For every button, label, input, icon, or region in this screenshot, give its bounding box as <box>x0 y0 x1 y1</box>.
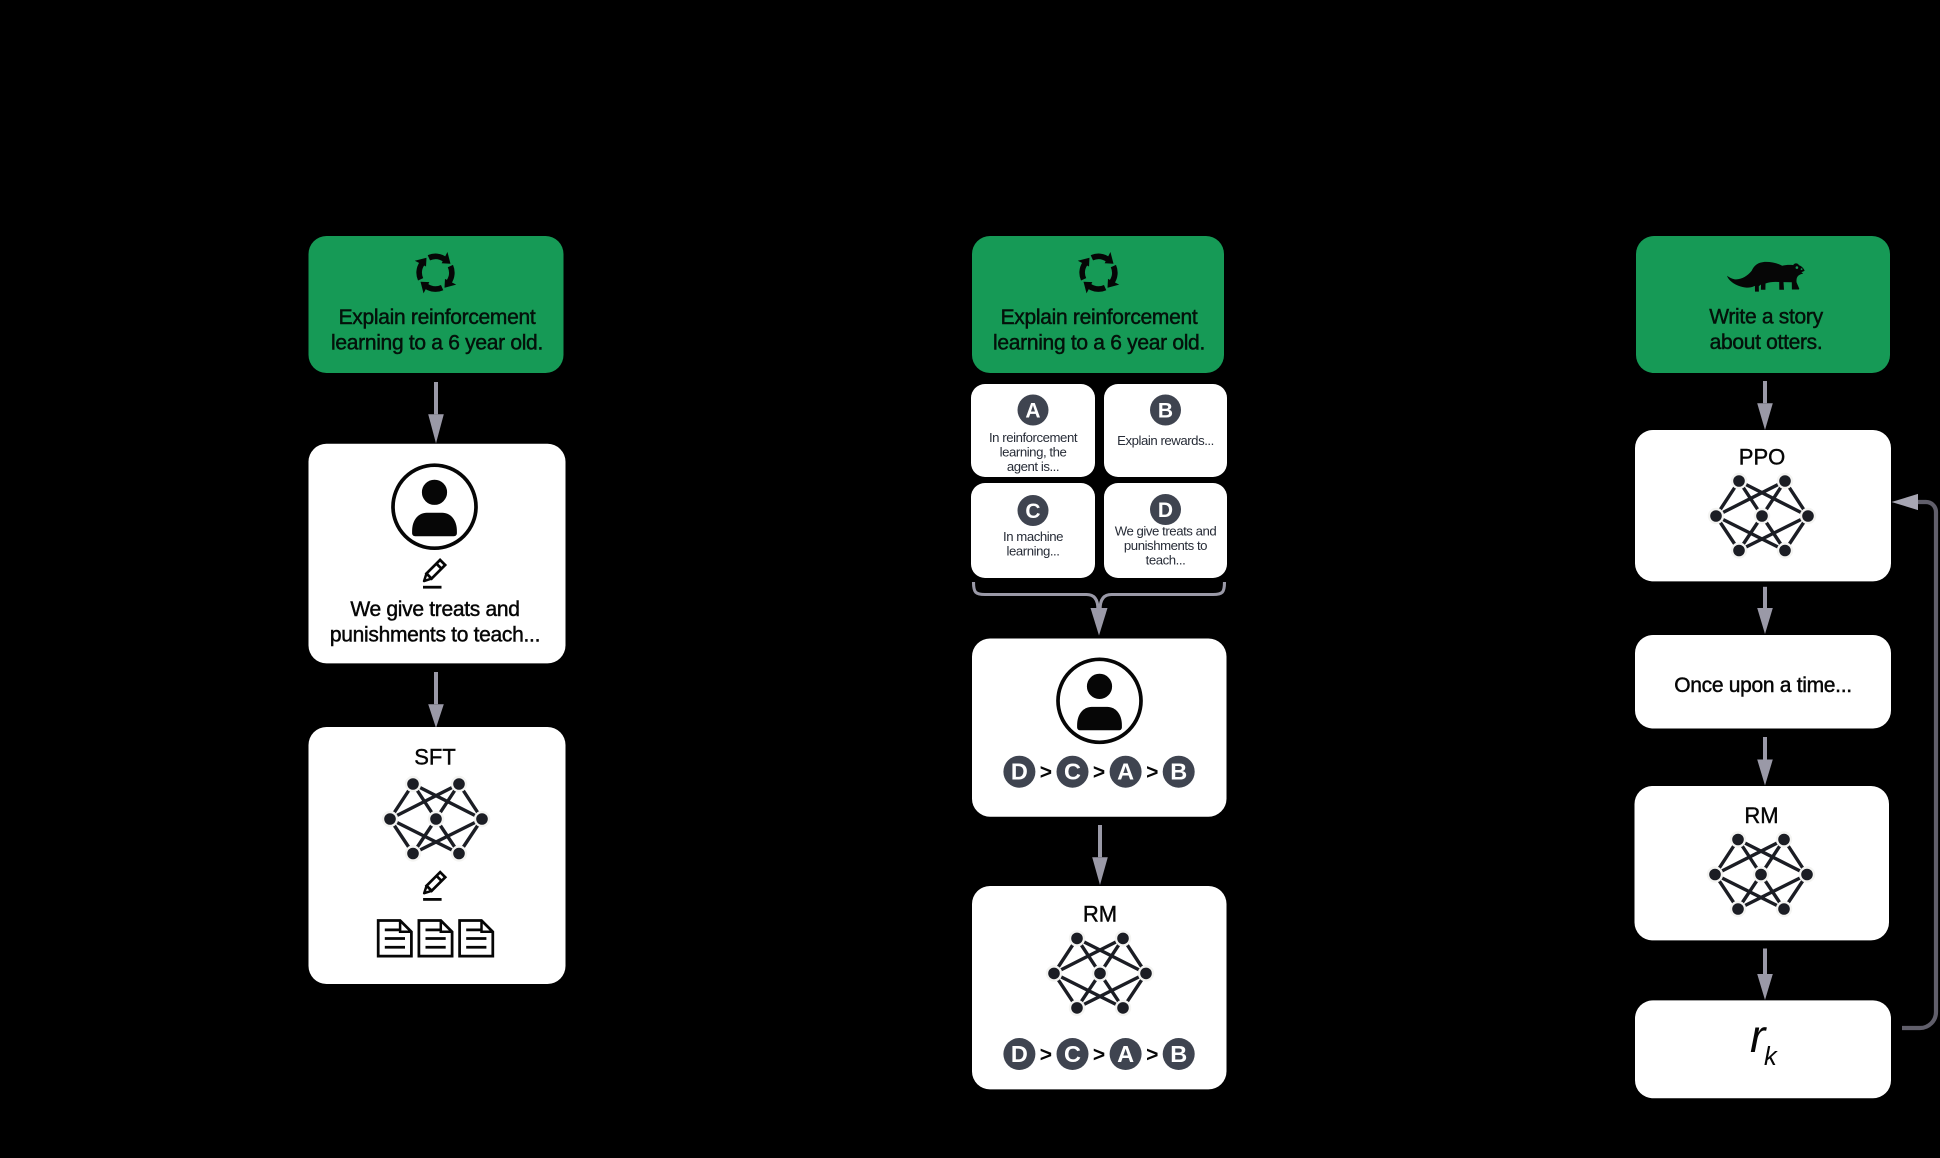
svg-text:We give treats and: We give treats and <box>1115 524 1217 539</box>
svg-text:A: A <box>1025 400 1040 423</box>
svg-text:learning, the: learning, the <box>1000 445 1067 460</box>
svg-text:k: k <box>1764 1043 1778 1071</box>
svg-text:punishments to: punishments to <box>1124 538 1207 553</box>
svg-text:agent is...: agent is... <box>1007 459 1059 474</box>
svg-text:RM: RM <box>1744 803 1778 828</box>
svg-text:Write a story: Write a story <box>1709 305 1823 328</box>
svg-text:Explain rewards...: Explain rewards... <box>1117 433 1214 448</box>
svg-text:punishments to teach...: punishments to teach... <box>330 624 540 647</box>
svg-text:r: r <box>1750 1010 1767 1062</box>
svg-text:learning to a 6 year old.: learning to a 6 year old. <box>331 332 543 355</box>
svg-text:Explain reinforcement: Explain reinforcement <box>1001 306 1198 329</box>
svg-text:Once upon a time...: Once upon a time... <box>1674 674 1852 697</box>
svg-text:D: D <box>1158 499 1173 522</box>
svg-text:Explain reinforcement: Explain reinforcement <box>339 306 536 329</box>
svg-text:We give treats and: We give treats and <box>350 598 519 621</box>
svg-text:SFT: SFT <box>414 745 456 770</box>
svg-text:RM: RM <box>1083 902 1117 927</box>
svg-text:In machine: In machine <box>1003 529 1063 544</box>
svg-text:learning to a 6 year old.: learning to a 6 year old. <box>993 332 1205 355</box>
svg-text:C: C <box>1025 500 1040 523</box>
svg-text:In reinforcement: In reinforcement <box>989 430 1078 445</box>
svg-text:PPO: PPO <box>1739 445 1785 470</box>
svg-text:learning...: learning... <box>1007 544 1060 559</box>
svg-text:teach...: teach... <box>1146 553 1186 568</box>
svg-text:B: B <box>1158 400 1173 423</box>
svg-text:about otters.: about otters. <box>1710 331 1823 354</box>
